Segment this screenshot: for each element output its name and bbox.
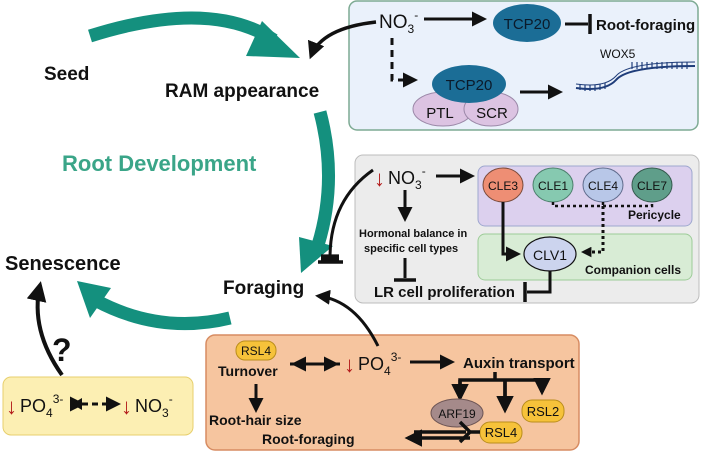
- no3-left: NO3-: [135, 392, 173, 420]
- teal-arrow-foraging-to-senescence: [91, 294, 232, 331]
- question-mark: ?: [52, 332, 72, 368]
- arf19-label: ARF19: [438, 407, 476, 421]
- svg-text:NO3-: NO3-: [379, 8, 418, 36]
- tcp20-complex-node: [432, 65, 506, 103]
- lr-proliferation-label: LR cell proliferation: [374, 284, 515, 301]
- tcp20-top-label: TCP20: [504, 16, 551, 33]
- po4-left: PO43-: [20, 392, 63, 420]
- hormone-line2: specific cell types: [364, 243, 458, 255]
- companion-cells-label: Companion cells: [585, 263, 681, 277]
- rsl4-bottom-label: RSL4: [485, 425, 518, 440]
- cle3-label: CLE3: [488, 179, 518, 193]
- teal-arrow-head-senescence: [77, 281, 111, 318]
- root-hair-size-label: Root-hair size: [209, 412, 302, 428]
- arrowhead-left-po4: [72, 398, 82, 410]
- cle7-node: [631, 167, 673, 203]
- root-foraging-top: Root-foraging: [596, 17, 695, 34]
- rsl2-label: RSL2: [527, 404, 560, 419]
- wox5-gene-track: [575, 61, 696, 91]
- down-arrow-po4-left: ↓: [6, 394, 17, 419]
- teal-arrow-ram-to-foraging: [311, 110, 335, 247]
- svg-text:NO3-: NO3-: [388, 164, 426, 192]
- no3-mid: NO3-: [388, 164, 426, 192]
- root-development-title: Root Development: [62, 151, 257, 176]
- clv1-label: CLV1: [533, 247, 567, 263]
- down-arrow-po4-bottom: ↓: [344, 352, 355, 377]
- root-foraging-bottom-label: Root-foraging: [262, 431, 355, 447]
- arrow-po4-to-foraging: [315, 289, 380, 347]
- dashed-no3-to-complex: [390, 38, 418, 88]
- rsl2-node: [521, 399, 565, 423]
- senescence-label: Senescence: [5, 253, 121, 275]
- svg-text:PO43-: PO43-: [20, 392, 63, 420]
- ptl-label: PTL: [426, 105, 454, 122]
- arrow-to-senescence: [26, 281, 64, 377]
- hormone-line1: Hormonal balance in: [359, 228, 467, 240]
- arrow-no3-to-ram: [307, 20, 377, 60]
- po4-bottom: PO43-: [358, 350, 401, 378]
- tcp20-top-node: [493, 4, 561, 42]
- down-arrow-no3-left: ↓: [121, 394, 132, 419]
- seed-label: Seed: [44, 64, 89, 85]
- cle4-label: CLE4: [588, 179, 618, 193]
- no3-top: NO3-: [379, 8, 418, 36]
- dotted-cle-join: [551, 202, 654, 208]
- down-arrow-no3-mid: ↓: [374, 166, 385, 191]
- rsl4-top-node: [235, 340, 277, 361]
- turnover-label: Turnover: [218, 363, 278, 379]
- teal-arrow-head-foraging: [299, 237, 333, 273]
- teal-arrow-head-ram: [246, 21, 300, 58]
- arrow-cle3-to-clv1: [501, 202, 521, 262]
- tcp20-complex-label: TCP20: [446, 77, 493, 94]
- svg-text:PO43-: PO43-: [358, 350, 401, 378]
- inhibit-no3-to-foraging: [320, 168, 374, 262]
- rsl4-top-label: RSL4: [241, 344, 271, 358]
- pericycle-label: Pericycle: [628, 208, 681, 222]
- auxin-transport-label: Auxin transport: [463, 355, 575, 372]
- cle1-label: CLE1: [538, 179, 568, 193]
- wox5-label: WOX5: [600, 47, 636, 61]
- teal-arrow-seed-to-ram: [88, 11, 278, 46]
- inhibit-clv1-lr: [527, 271, 552, 294]
- arf19-node: [430, 398, 484, 428]
- ram-label: RAM appearance: [165, 81, 319, 102]
- cle7-label: CLE7: [637, 179, 667, 193]
- foraging-label: Foraging: [223, 278, 304, 299]
- svg-text:NO3-: NO3-: [135, 392, 173, 420]
- scr-label: SCR: [476, 105, 508, 122]
